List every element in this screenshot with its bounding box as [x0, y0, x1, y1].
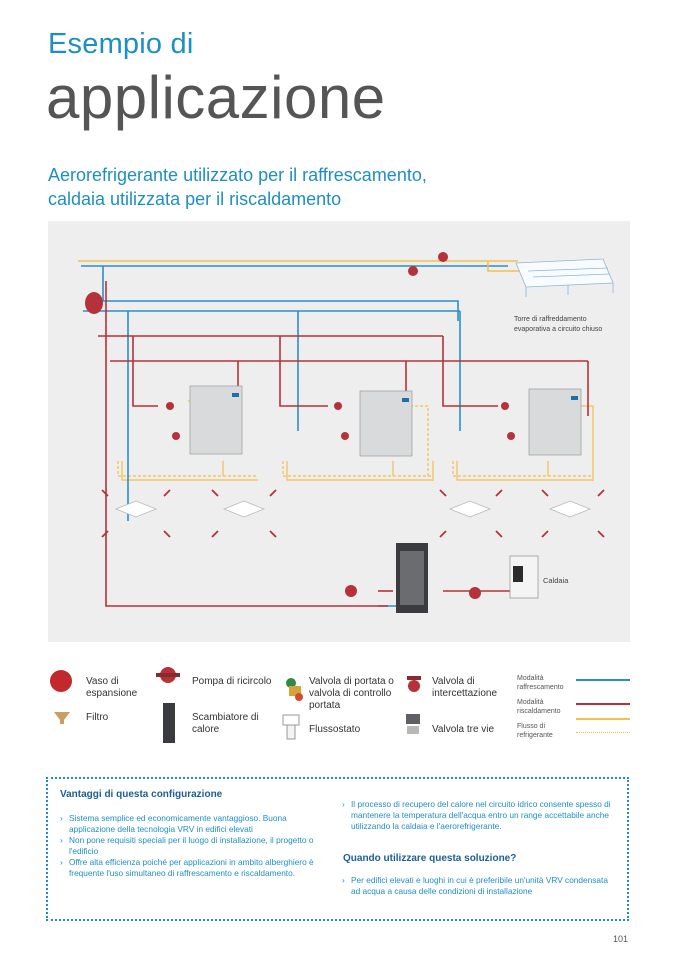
filter-icon — [52, 710, 72, 726]
when-list: Per edifici elevati e luoghi in cui è pr… — [342, 875, 612, 897]
title-small: Esempio di — [48, 28, 194, 60]
tower-label-1: Torre di raffreddamento — [514, 316, 587, 323]
benefit-item: Sistema semplice ed economicamente vanta… — [60, 813, 328, 835]
benefit-item: Non pone requisiti speciali per il luogo… — [60, 835, 328, 857]
benefits-right-list: Il processo di recupero del calore nel c… — [342, 799, 612, 832]
subtitle-line-2: caldaia utilizzata per il riscaldamento — [48, 189, 342, 209]
diagram-svg — [78, 252, 614, 613]
page-title: applicazione — [46, 64, 386, 131]
heat-pump-units — [189, 385, 582, 457]
boiler — [509, 555, 539, 599]
expansion-vessel-icon — [50, 670, 72, 692]
legend-flow-valve-label: Valvola di portata o valvola di controll… — [309, 676, 394, 711]
legend-pump-label: Pompa di ricircolo — [192, 676, 272, 687]
system-diagram: Torre di raffreddamento evaporativa a ci… — [48, 221, 630, 642]
legend-exchanger-label: Scambiatore di calore — [192, 712, 259, 735]
when-heading: Quando utilizzare questa soluzione? — [343, 853, 517, 864]
valves — [85, 252, 515, 599]
cooling-lines — [81, 265, 508, 607]
benefits-heading: Vantaggi di questa configurazione — [60, 789, 223, 800]
shutoff-valve-icon — [405, 674, 423, 692]
mode-refrigerant-line-dotted — [576, 732, 630, 733]
mode-heating-label: Modalità riscaldamento — [517, 699, 561, 715]
legend-expansion-label: Vaso di espansione — [86, 676, 138, 699]
heating-lines — [98, 281, 589, 607]
cooling-tower — [515, 258, 614, 297]
mode-heating-line — [576, 703, 630, 705]
legend-filter-label: Filtro — [86, 712, 109, 723]
mode-refrigerant-label: Flusso di refrigerante — [517, 723, 553, 739]
flow-valve-icon — [284, 676, 306, 702]
tower-label-2: evaporativa a circuito chiuso — [514, 326, 603, 333]
pump-icon — [156, 665, 180, 685]
cassette-units — [114, 500, 592, 518]
heat-exchanger-icon — [163, 703, 175, 743]
flow-switch-icon — [280, 713, 302, 741]
benefits-left-list: Sistema semplice ed economicamente vanta… — [60, 813, 328, 879]
benefit-item: Offre alta efficienza poiché per applica… — [60, 857, 328, 879]
page-number: 101 — [613, 934, 629, 944]
boiler-label: Caldaia — [543, 576, 569, 585]
mode-cooling-label: Modalità raffrescamento — [517, 675, 564, 691]
mode-refrigerant-line — [576, 718, 630, 720]
benefit-item: Il processo di recupero del calore nel c… — [342, 799, 612, 832]
when-item: Per edifici elevati e luoghi in cui è pr… — [342, 875, 612, 897]
mode-cooling-line — [576, 679, 630, 681]
air-arrows — [101, 489, 605, 538]
legend-threeway-label: Valvola tre vie — [432, 724, 495, 735]
legend-flowswitch-label: Flussostato — [309, 724, 361, 735]
subtitle-line-1: Aerorefrigerante utilizzato per il raffr… — [48, 165, 427, 185]
legend-shutoff-label: Valvola di intercettazione — [432, 676, 498, 699]
benefits-box: Vantaggi di questa configurazione Sistem… — [46, 777, 629, 921]
three-way-valve-icon — [403, 712, 423, 738]
heat-exchanger — [396, 543, 428, 613]
refrigerant-lines — [117, 400, 594, 481]
